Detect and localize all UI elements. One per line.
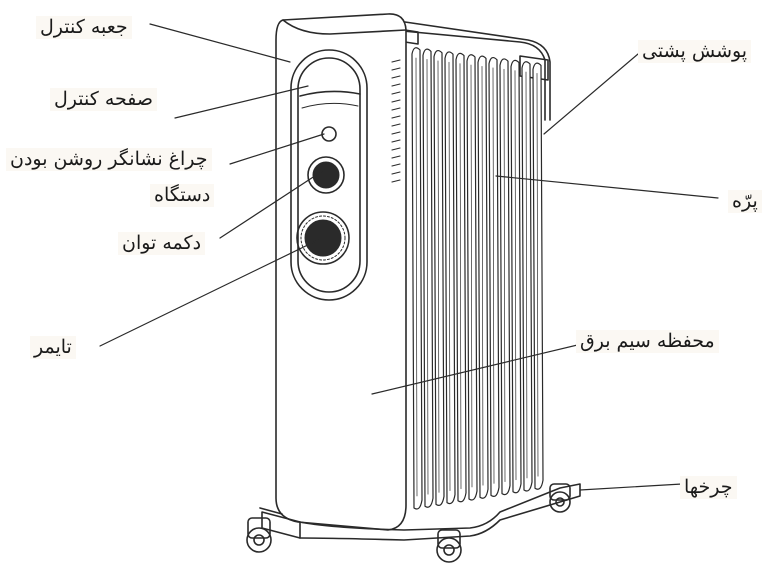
fin-highlight xyxy=(437,60,440,493)
fin xyxy=(477,55,489,499)
fin xyxy=(510,59,522,494)
wheel-front-right xyxy=(436,529,462,563)
fin xyxy=(433,49,445,506)
fin xyxy=(466,54,478,501)
indicator-lamp xyxy=(321,126,337,142)
wheels xyxy=(246,483,571,563)
fin-highlight xyxy=(415,57,418,497)
label-wheels: چرخها xyxy=(680,476,737,499)
base-frame xyxy=(259,483,581,541)
fin-highlight xyxy=(514,70,517,481)
fin xyxy=(444,51,456,505)
fin-highlight xyxy=(459,63,462,490)
fin-highlight xyxy=(525,71,528,479)
fin xyxy=(411,47,423,510)
fin-highlight xyxy=(481,66,484,486)
fin xyxy=(521,61,533,492)
control-panel xyxy=(290,49,368,301)
fin xyxy=(499,58,511,496)
fin xyxy=(422,48,434,508)
fin xyxy=(455,52,467,503)
fin-highlight xyxy=(492,67,495,484)
fins xyxy=(411,47,544,510)
label-cord-storage: محفظه سیم برق xyxy=(576,330,719,353)
fin-highlight xyxy=(426,59,429,495)
wheel-front-left xyxy=(246,517,272,553)
label-indicator-lamp: چراغ نشانگر روشن بودن xyxy=(6,148,212,171)
fin xyxy=(488,56,500,497)
leader-lines xyxy=(99,23,719,491)
label-control-panel: صفحه کنترل xyxy=(50,88,158,111)
back-cover xyxy=(391,21,551,121)
label-control-box: جعبه کنترل xyxy=(36,16,132,39)
fin-highlight xyxy=(470,64,473,488)
fin-highlight xyxy=(536,73,539,477)
label-power-knob: دکمه توان xyxy=(118,232,206,255)
power-knob xyxy=(296,211,350,265)
thermostat-knob xyxy=(307,156,345,194)
label-timer: تایمر xyxy=(30,336,76,359)
wheel-back-right xyxy=(549,483,571,513)
label-fin: پرّه xyxy=(728,190,762,213)
label-indicator-lamp-line2: دستگاه xyxy=(150,184,215,207)
label-back-cover: پوشش پشتی xyxy=(638,40,752,63)
fin-highlight xyxy=(448,61,451,491)
fin-highlight xyxy=(503,68,506,482)
fin xyxy=(532,62,544,490)
vent-slots xyxy=(391,59,401,183)
